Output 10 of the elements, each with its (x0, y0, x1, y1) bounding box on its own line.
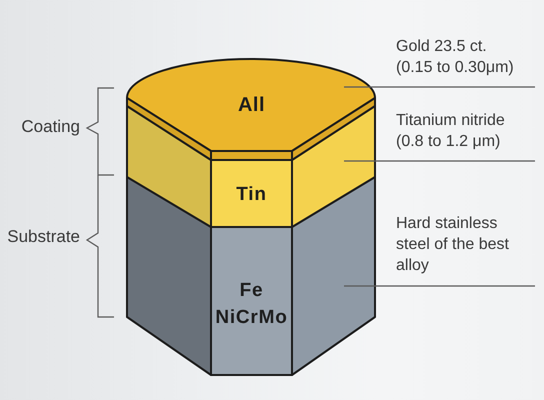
layer-label: Fe NiCrMo (214, 279, 289, 330)
callout-label: Hard stainless steel of the best alloy (396, 213, 535, 276)
callout-label: Titanium nitride (0.8 to 1.2 μm) (396, 110, 535, 152)
bracket-label: Coating (21, 117, 80, 137)
bracket-label: Substrate (7, 227, 80, 247)
layer-label: Tin (235, 184, 268, 206)
leader-line (344, 86, 535, 88)
layer-label: All (236, 94, 266, 116)
leader-line (344, 285, 535, 287)
callout-label: Gold 23.5 ct. (0.15 to 0.30μm) (396, 36, 535, 78)
